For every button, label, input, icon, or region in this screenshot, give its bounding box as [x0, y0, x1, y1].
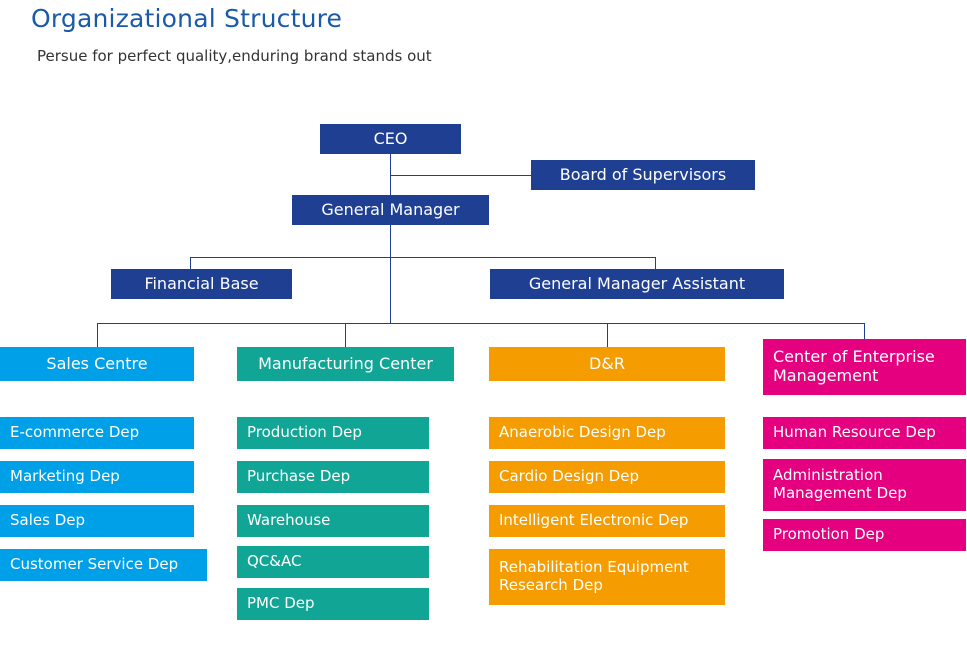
node-customer-service-dep[interactable]: Customer Service Dep: [0, 549, 207, 581]
node-general-manager[interactable]: General Manager: [292, 195, 489, 225]
node-rehab-equipment-research-dep-label: Rehabilitation Equipment Research Dep: [499, 558, 689, 594]
node-sales-centre[interactable]: Sales Centre: [0, 347, 194, 381]
node-promotion-dep-label: Promotion Dep: [773, 525, 885, 544]
node-administration-management-dep[interactable]: Administration Management Dep: [763, 459, 966, 511]
node-cardio-design-dep[interactable]: Cardio Design Dep: [489, 461, 725, 493]
connector-gm-down: [390, 225, 391, 257]
node-marketing-dep-label: Marketing Dep: [10, 467, 120, 486]
node-intelligent-electronic-dep[interactable]: Intelligent Electronic Dep: [489, 505, 725, 537]
connector-gma-up: [655, 257, 656, 269]
node-board-label: Board of Supervisors: [559, 164, 727, 184]
node-promotion-dep[interactable]: Promotion Dep: [763, 519, 966, 551]
connector-coem-up: [864, 323, 865, 347]
page-title: Organizational Structure: [31, 4, 343, 33]
node-customer-service-dep-label: Customer Service Dep: [10, 555, 179, 574]
node-financial-base[interactable]: Financial Base: [111, 269, 292, 299]
node-human-resource-dep[interactable]: Human Resource Dep: [763, 417, 966, 449]
node-anaerobic-design-dep[interactable]: Anaerobic Design Dep: [489, 417, 725, 449]
node-manufacturing-center[interactable]: Manufacturing Center: [237, 347, 454, 381]
connector-gm-trunk: [390, 257, 391, 323]
node-human-resource-dep-label: Human Resource Dep: [773, 423, 936, 442]
node-sales-dep[interactable]: Sales Dep: [0, 505, 194, 537]
node-warehouse[interactable]: Warehouse: [237, 505, 429, 537]
node-qc-ac[interactable]: QC&AC: [237, 546, 429, 578]
node-gma-label: General Manager Assistant: [528, 273, 746, 293]
node-financial-base-label: Financial Base: [144, 273, 259, 293]
node-dr-label: D&R: [589, 353, 625, 373]
connector-ceo-board: [390, 175, 532, 176]
node-coem-label: Center of Enterprise Management: [773, 347, 935, 385]
node-board-of-supervisors[interactable]: Board of Supervisors: [531, 160, 755, 190]
node-general-manager-label: General Manager: [321, 199, 460, 219]
node-cardio-design-dep-label: Cardio Design Dep: [499, 467, 640, 486]
connector-bus-level3: [97, 323, 865, 324]
connector-finance-up: [190, 257, 191, 269]
node-intelligent-electronic-dep-label: Intelligent Electronic Dep: [499, 511, 689, 530]
node-marketing-dep[interactable]: Marketing Dep: [0, 461, 194, 493]
page-subtitle: Persue for perfect quality,enduring bran…: [37, 47, 432, 65]
node-manufacturing-center-label: Manufacturing Center: [258, 353, 433, 373]
node-ceo-label: CEO: [373, 128, 408, 148]
connector-dr-up: [607, 323, 608, 347]
node-purchase-dep-label: Purchase Dep: [247, 467, 351, 486]
connector-bus-level2: [190, 257, 655, 258]
node-administration-management-dep-label: Administration Management Dep: [773, 466, 907, 502]
node-pmc-dep-label: PMC Dep: [247, 594, 315, 613]
node-sales-centre-label: Sales Centre: [46, 353, 148, 373]
connector-ceo-down: [390, 153, 391, 209]
node-ceo[interactable]: CEO: [320, 124, 461, 154]
node-warehouse-label: Warehouse: [247, 511, 331, 530]
node-anaerobic-design-dep-label: Anaerobic Design Dep: [499, 423, 666, 442]
node-purchase-dep[interactable]: Purchase Dep: [237, 461, 429, 493]
connector-sales-up: [97, 323, 98, 347]
node-sales-dep-label: Sales Dep: [10, 511, 85, 530]
node-e-commerce-dep[interactable]: E-commerce Dep: [0, 417, 194, 449]
node-pmc-dep[interactable]: PMC Dep: [237, 588, 429, 620]
node-center-of-enterprise-management[interactable]: Center of Enterprise Management: [763, 339, 966, 395]
node-qc-ac-label: QC&AC: [247, 552, 302, 571]
node-general-manager-assistant[interactable]: General Manager Assistant: [490, 269, 784, 299]
node-e-commerce-dep-label: E-commerce Dep: [10, 423, 140, 442]
node-production-dep[interactable]: Production Dep: [237, 417, 429, 449]
node-production-dep-label: Production Dep: [247, 423, 362, 442]
node-rehabilitation-equipment-research-dep[interactable]: Rehabilitation Equipment Research Dep: [489, 549, 725, 605]
node-dr[interactable]: D&R: [489, 347, 725, 381]
connector-manufacturing-up: [345, 323, 346, 347]
